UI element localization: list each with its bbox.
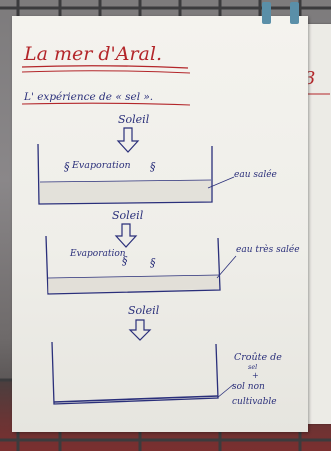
step2-sun-label: Soleil <box>112 209 144 222</box>
next-sheet-marks: 3 <box>304 68 330 95</box>
step2-vapor-left-icon: § <box>122 254 128 267</box>
step1-tank <box>37 143 213 205</box>
step3-annotation-line3: + <box>252 371 259 380</box>
step3-tank <box>51 341 219 405</box>
step1-evaporation-label: Evaporation <box>71 160 131 171</box>
step3-sun-label: Soleil <box>128 304 160 317</box>
step2-annotation: eau très salée <box>236 244 300 255</box>
poster-title: La mer d'Aral. <box>23 43 162 65</box>
step1-sun-label: Soleil <box>118 113 150 126</box>
step1-vapor-left-icon: § <box>64 160 70 173</box>
step3-arrow-icon <box>128 319 152 341</box>
binder-clip-right <box>290 2 299 24</box>
step2-vapor-right-icon: § <box>150 256 156 269</box>
step3-annotation-line4: sol non <box>232 382 265 392</box>
poster-drawing: La mer d'Aral. L' expérience de « sel ».… <box>21 43 300 407</box>
step1-arrow-icon <box>116 127 140 153</box>
step2-evaporation-label: Evaporation <box>69 249 126 259</box>
step3-annotation-line5: cultivable <box>232 397 277 407</box>
step2-tank <box>45 235 221 295</box>
step1-annotation: eau salée <box>234 169 277 180</box>
step1-vapor-right-icon: § <box>150 160 156 173</box>
binder-clip-left <box>262 2 271 24</box>
step3-annotation-line2: sel <box>248 363 257 371</box>
poster-sheet: La mer d'Aral. L' expérience de « sel ».… <box>12 16 308 432</box>
step2-arrow-icon <box>114 223 138 248</box>
step2-very-salty-water <box>48 275 219 293</box>
poster-subtitle: L' expérience de « sel ». <box>23 91 153 103</box>
step3-salt-crust <box>53 395 219 403</box>
step3-annotation-line1: Croûte de <box>234 352 282 363</box>
step1-salt-water <box>40 180 211 203</box>
next-sheet-number: 3 <box>304 68 315 89</box>
